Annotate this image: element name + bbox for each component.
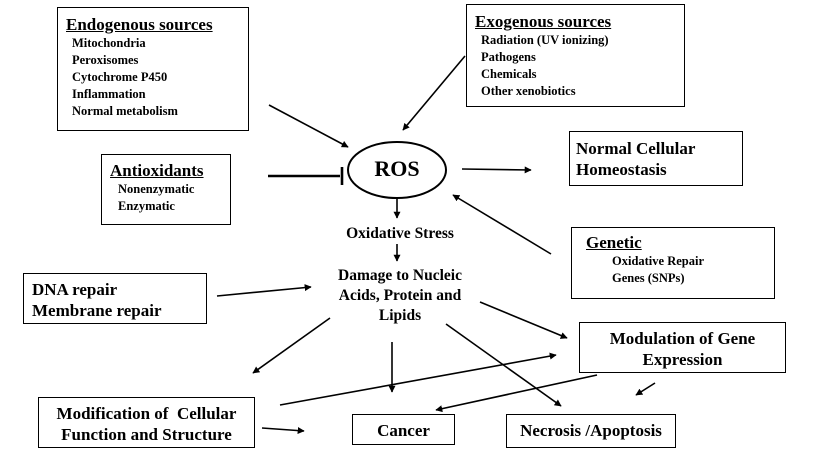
ros-label: ROS (374, 156, 420, 181)
endogenous-item: Inflammation (72, 87, 146, 101)
arrow-modgene-to-cancer (435, 374, 598, 413)
arrow-modcell-to-cancer (261, 427, 305, 435)
damage-label: Damage to Nucleic Acids, Protein and Lip… (300, 266, 500, 326)
arrow-damage-to-modgene (479, 301, 568, 339)
arrow-damage-to-modcell (252, 317, 331, 374)
endogenous-item: Mitochondria (72, 36, 146, 50)
exogenous-title: Exogenous sources (475, 12, 612, 31)
oxidative-stress-label: Oxidative Stress (346, 225, 454, 242)
endogenous-title: Endogenous sources (66, 15, 213, 34)
modgene-line: Expression (642, 350, 723, 369)
homeostasis-line: Normal Cellular (576, 139, 696, 158)
antioxidants-box: Antioxidants Nonenzymatic Enzymatic (101, 154, 231, 225)
endogenous-sources-box: Endogenous sources Mitochondria Peroxiso… (57, 7, 249, 131)
antioxidants-title: Antioxidants (110, 161, 204, 180)
necrosis-box: Necrosis /Apoptosis (506, 414, 676, 448)
repair-box: DNA repair Membrane repair (23, 273, 207, 324)
arrow-ros-to-homeostasis (461, 166, 532, 174)
endogenous-item: Normal metabolism (72, 104, 178, 118)
modification-cell-box: Modification of Cellular Function and St… (38, 397, 255, 448)
modgene-line: Modulation of Gene (609, 329, 756, 348)
endogenous-item: Cytochrome P450 (72, 70, 168, 84)
exogenous-item: Pathogens (481, 50, 536, 64)
repair-line: Membrane repair (32, 301, 162, 320)
damage-line: Acids, Protein and (338, 287, 462, 304)
modcell-line: Modification of Cellular (56, 404, 237, 423)
homeostasis-line: Homeostasis (576, 160, 667, 179)
genetic-item: Genes (SNPs) (612, 271, 685, 285)
arrow-genetic-to-ros (452, 194, 552, 255)
necrosis-label: Necrosis /Apoptosis (520, 421, 662, 440)
damage-line: Damage to Nucleic (338, 267, 462, 284)
genetic-box: Genetic Oxidative Repair Genes (SNPs) (571, 227, 775, 299)
cancer-label: Cancer (377, 421, 430, 440)
arrow-modcell-to-modgene (279, 352, 557, 406)
normal-homeostasis-box: Normal Cellular Homeostasis (569, 131, 743, 186)
genetic-item: Oxidative Repair (612, 254, 705, 268)
antioxidants-item: Nonenzymatic (118, 182, 195, 196)
genetic-title: Genetic (586, 233, 642, 252)
exogenous-item: Chemicals (481, 67, 537, 81)
antioxidants-item: Enzymatic (118, 199, 175, 213)
arrow-repair-to-damage (216, 284, 312, 297)
endogenous-item: Peroxisomes (72, 53, 139, 67)
cancer-box: Cancer (352, 414, 455, 445)
damage-line: Lipids (378, 307, 422, 324)
exogenous-item: Other xenobiotics (481, 84, 576, 98)
arrow-endogenous-to-ros (268, 104, 349, 148)
arrow-modgene-to-necrosis (635, 382, 656, 396)
arrow-exogenous-to-ros (402, 55, 466, 131)
modcell-line: Function and Structure (61, 425, 232, 444)
exogenous-sources-box: Exogenous sources Radiation (UV ionizing… (466, 4, 685, 107)
repair-line: DNA repair (32, 280, 118, 299)
exogenous-item: Radiation (UV ionizing) (481, 33, 609, 47)
modulation-gene-box: Modulation of Gene Expression (579, 322, 786, 373)
